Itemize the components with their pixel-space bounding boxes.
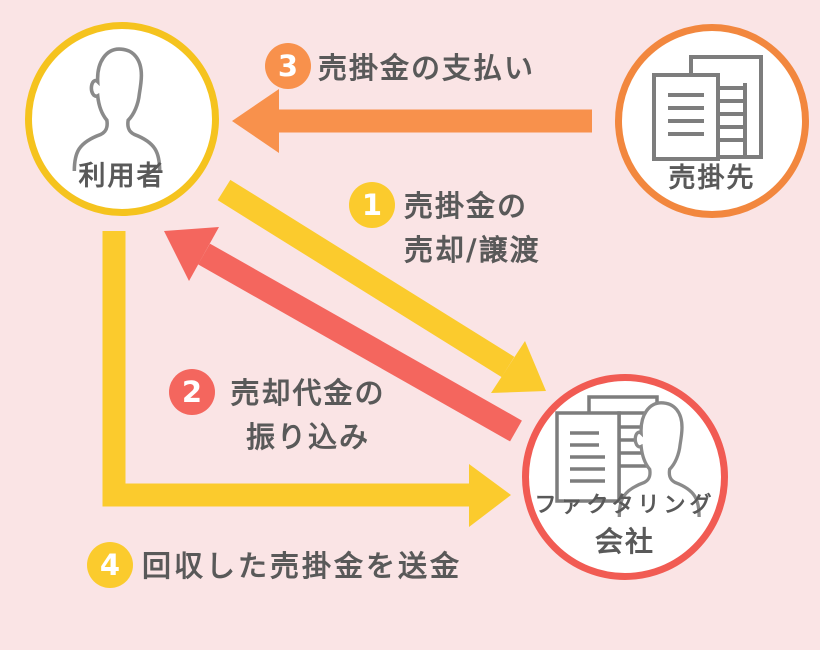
step4-label: 回収した売掛金を送金 <box>142 549 463 583</box>
step2-number-badge: 2 <box>169 369 215 415</box>
node-user: 利用者 <box>25 22 219 216</box>
person-icon <box>72 47 162 171</box>
node-factoring-label-line1: ファクタリング <box>534 493 716 518</box>
person-silhouette <box>617 401 701 517</box>
node-customer-label: 売掛先 <box>668 163 756 194</box>
arrow-step2-transfer <box>164 227 522 442</box>
step3-number: 3 <box>277 48 299 83</box>
arrow-step3-payment <box>232 89 592 153</box>
step1-number: 1 <box>361 187 383 222</box>
step2-number: 2 <box>181 374 203 409</box>
step2-label: 売却代金の 振り込み <box>222 371 394 459</box>
node-factoring-label-line2: 会社 <box>594 525 655 558</box>
step1-label-line1: 売掛金の <box>404 189 529 223</box>
arrow-step1-sale <box>217 179 546 393</box>
step2-label-line1: 売却代金の <box>230 376 386 410</box>
step1-label-line2: 売却/譲渡 <box>404 233 541 267</box>
step1-label: 売掛金の 売却/譲渡 <box>404 184 541 272</box>
node-customer: 売掛先 <box>615 24 809 218</box>
building-person-icon <box>555 395 701 517</box>
node-user-label: 利用者 <box>78 161 166 192</box>
buildings-icon <box>652 55 763 161</box>
node-factoring: ファクタリング 会社 <box>522 374 728 580</box>
step3-label: 売掛金の支払い <box>318 51 536 85</box>
step2-label-line2: 振り込み <box>245 420 370 454</box>
step4-number-badge: 4 <box>87 542 133 588</box>
step4-number: 4 <box>99 547 121 582</box>
step3-number-badge: 3 <box>265 43 311 89</box>
step1-number-badge: 1 <box>349 182 395 228</box>
arrow-step4-remit <box>102 231 511 527</box>
